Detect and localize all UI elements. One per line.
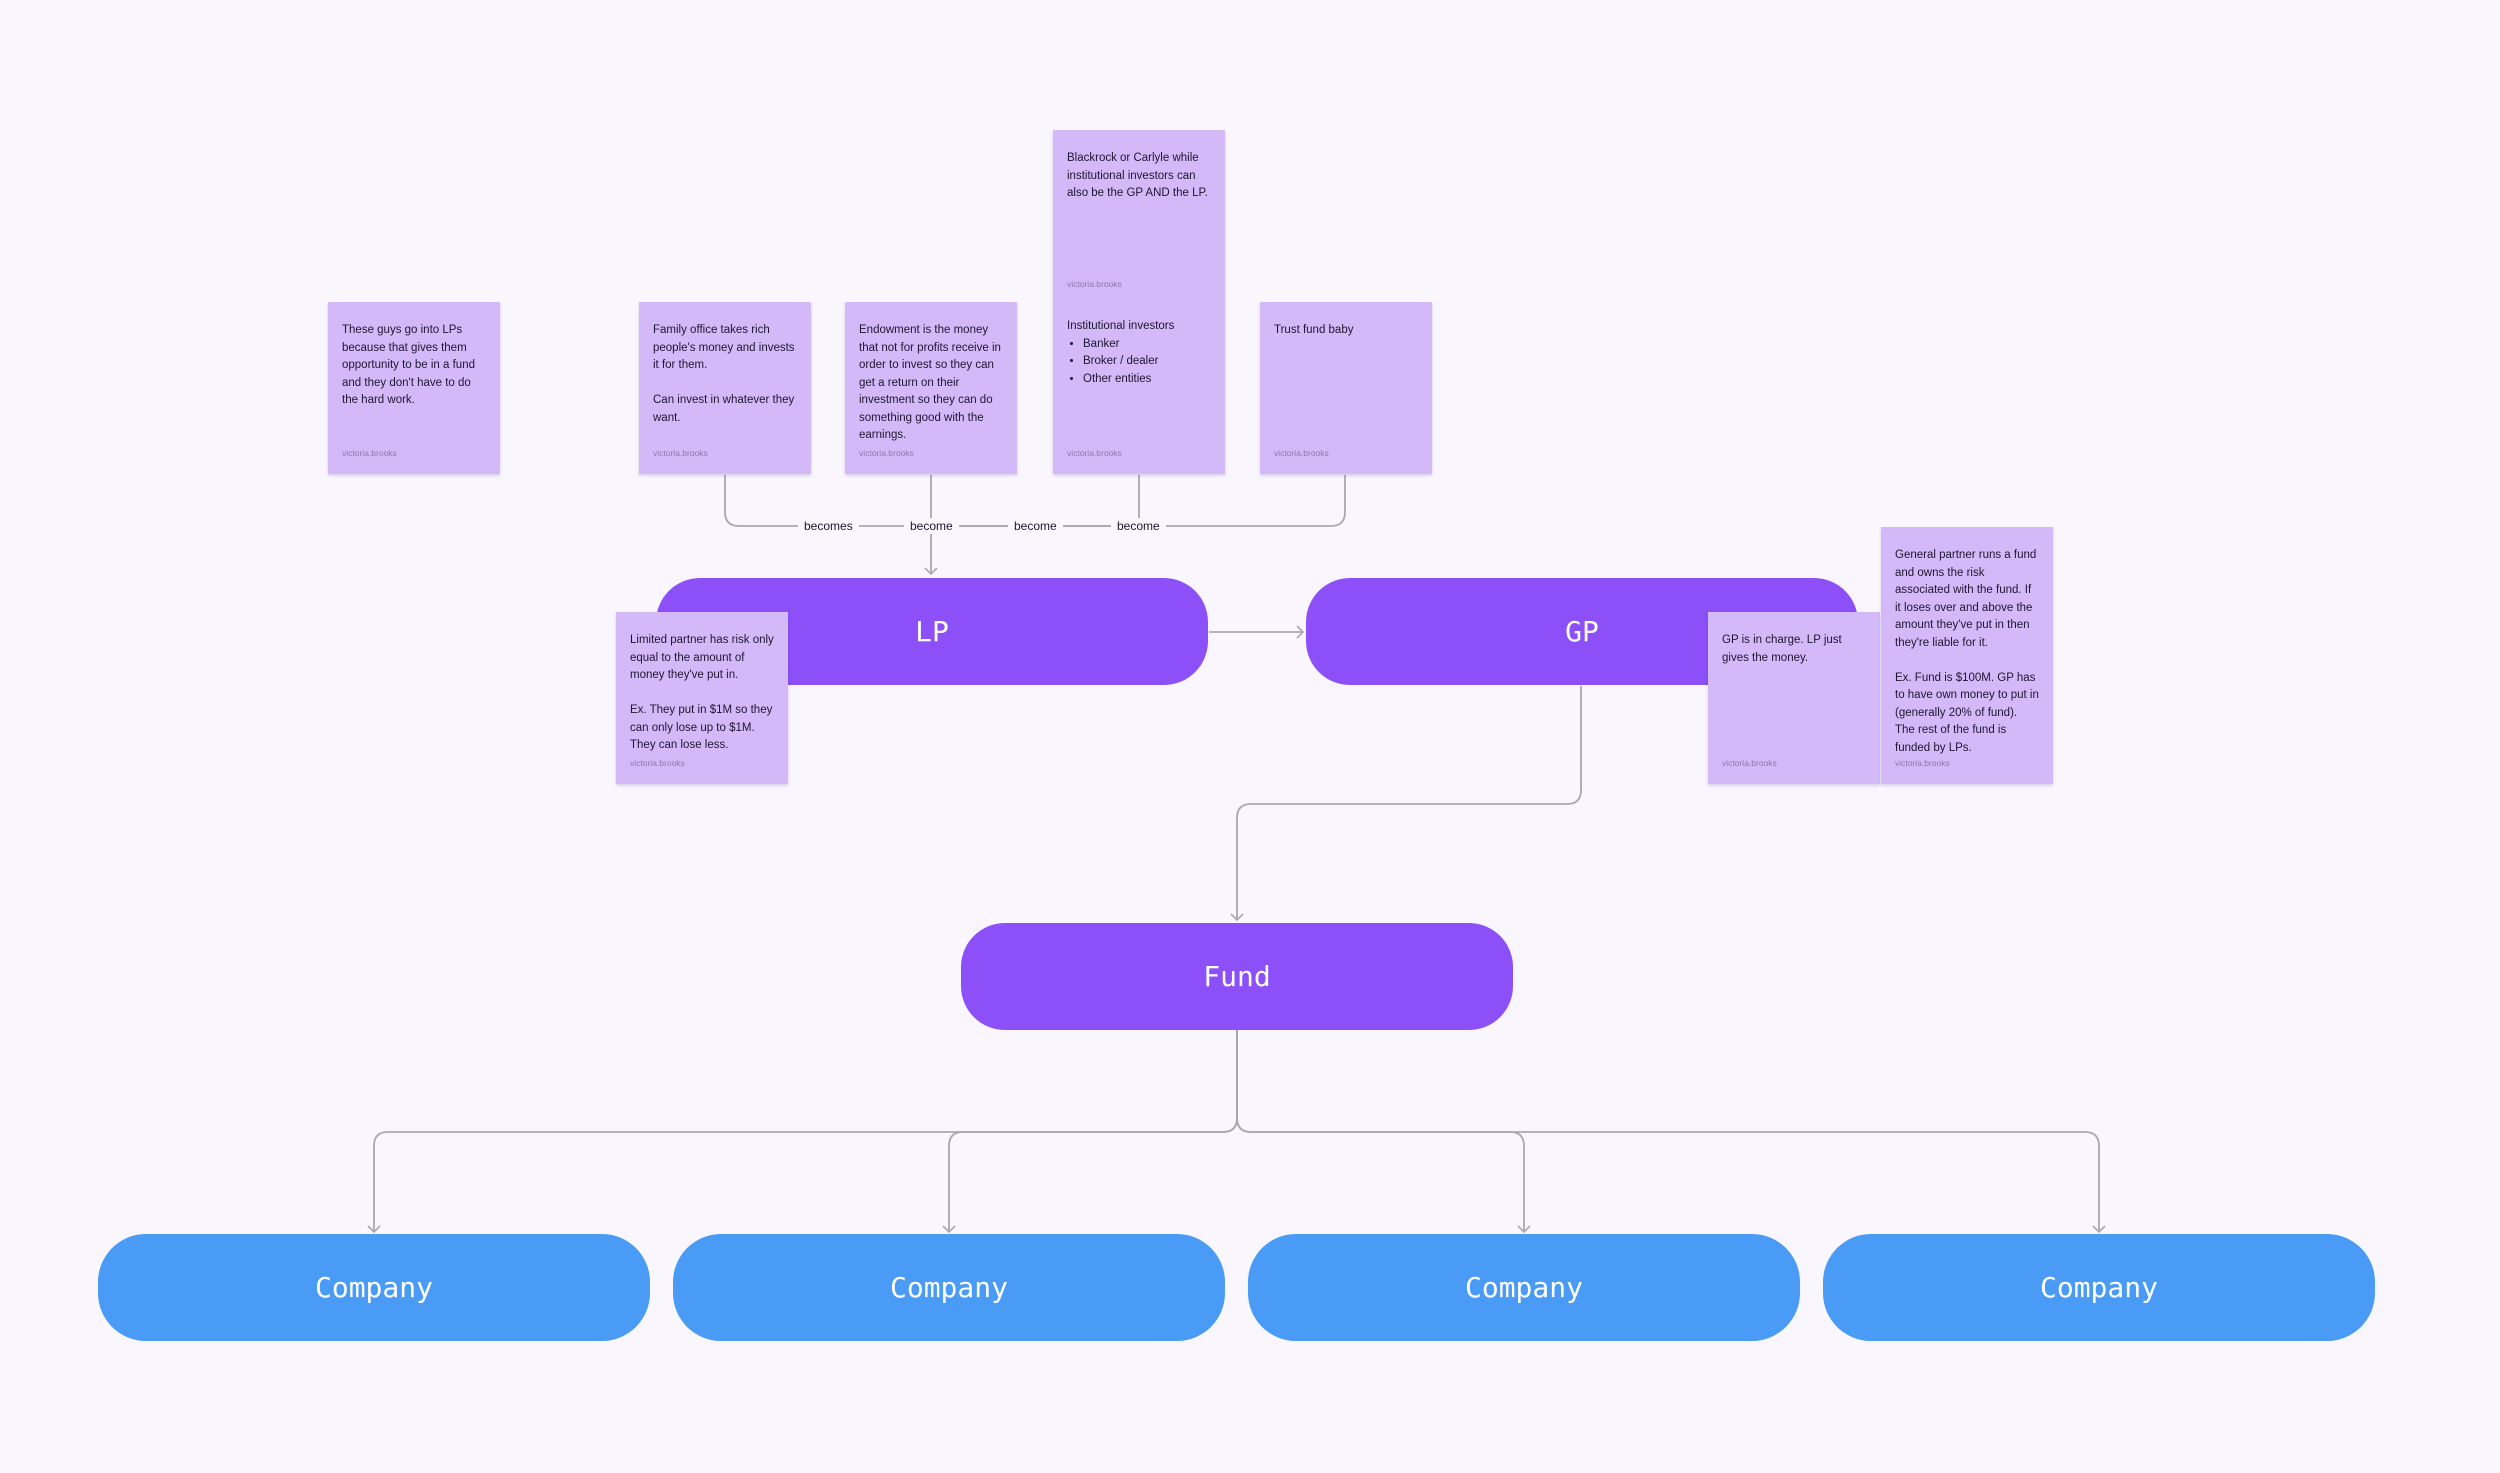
list-item: Banker [1083,336,1211,354]
sticky-note-text: Limited partner has risk only equal to t… [630,634,774,751]
sticky-note-author: victoria.brooks [1067,279,1122,289]
sticky-note-text: GP is in charge. LP just gives the money… [1722,634,1842,664]
connector-trust-fund [931,475,1346,527]
sticky-note-trust-fund[interactable]: Trust fund baby victoria.brooks [1260,302,1432,474]
sticky-note-author: victoria.brooks [1895,757,1950,768]
sticky-note-endowment[interactable]: Endowment is the money that not for prof… [845,302,1017,474]
sticky-note-institutional[interactable]: Blackrock or Carlyle while institutional… [1053,130,1225,474]
sticky-note-general-partner[interactable]: General partner runs a fund and owns the… [1881,527,2053,784]
connector-gp-fund [1230,686,1582,922]
sticky-note-author: victoria.brooks [1067,447,1122,458]
sticky-note-text: Trust fund baby [1274,324,1354,336]
sticky-note-lps[interactable]: These guys go into LPs because that give… [328,302,500,474]
company-node-label: Company [1464,1271,1583,1304]
sticky-note-author: victoria.brooks [1274,447,1329,458]
fund-node-label: Fund [1203,960,1271,993]
gp-node-label: GP [1565,615,1599,648]
institutional-list-items: Banker Broker / dealer Other entities [1067,336,1211,389]
fund-node[interactable]: Fund [961,923,1513,1030]
company-node-label: Company [314,1271,433,1304]
sticky-note-author: victoria.brooks [653,447,708,458]
company-node[interactable]: Company [1248,1234,1800,1341]
company-node[interactable]: Company [673,1234,1225,1341]
sticky-note-gp-charge[interactable]: GP is in charge. LP just gives the money… [1708,612,1880,784]
connector-fund-company-3 [1236,1030,1531,1234]
sticky-note-text: Blackrock or Carlyle while institutional… [1067,152,1208,199]
sticky-note-text: General partner runs a fund and owns the… [1895,549,2039,754]
sticky-note-family-office[interactable]: Family office takes rich people's money … [639,302,811,474]
sticky-note-text: Endowment is the money that not for prof… [859,324,1001,441]
connector-fund-company-4 [1236,1030,2106,1234]
list-item: Broker / dealer [1083,353,1211,371]
sticky-note-author: victoria.brooks [630,757,685,768]
sticky-note-limited-partner[interactable]: Limited partner has risk only equal to t… [616,612,788,784]
edge-label-becomes: becomes [798,518,859,534]
company-node[interactable]: Company [1823,1234,2375,1341]
institutional-list: Institutional investors Banker Broker / … [1067,318,1211,388]
sticky-note-text: These guys go into LPs because that give… [342,324,475,406]
company-node-label: Company [889,1271,1008,1304]
connector-fund-company-2 [942,1030,1238,1234]
company-node[interactable]: Company [98,1234,650,1341]
sticky-note-text: Family office takes rich people's money … [653,324,795,424]
sticky-note-author: victoria.brooks [859,447,914,458]
connector-fund-company-1 [367,1030,1238,1234]
company-node-label: Company [2039,1271,2158,1304]
edge-label-become: become [1008,518,1063,534]
list-item: Other entities [1083,371,1211,389]
lp-node-label: LP [915,615,949,648]
institutional-list-title: Institutional investors [1067,320,1175,332]
sticky-note-author: victoria.brooks [342,447,397,458]
edge-label-become: become [1111,518,1166,534]
sticky-note-author: victoria.brooks [1722,757,1777,768]
edge-label-become: become [904,518,959,534]
connector-family-office [724,475,931,527]
